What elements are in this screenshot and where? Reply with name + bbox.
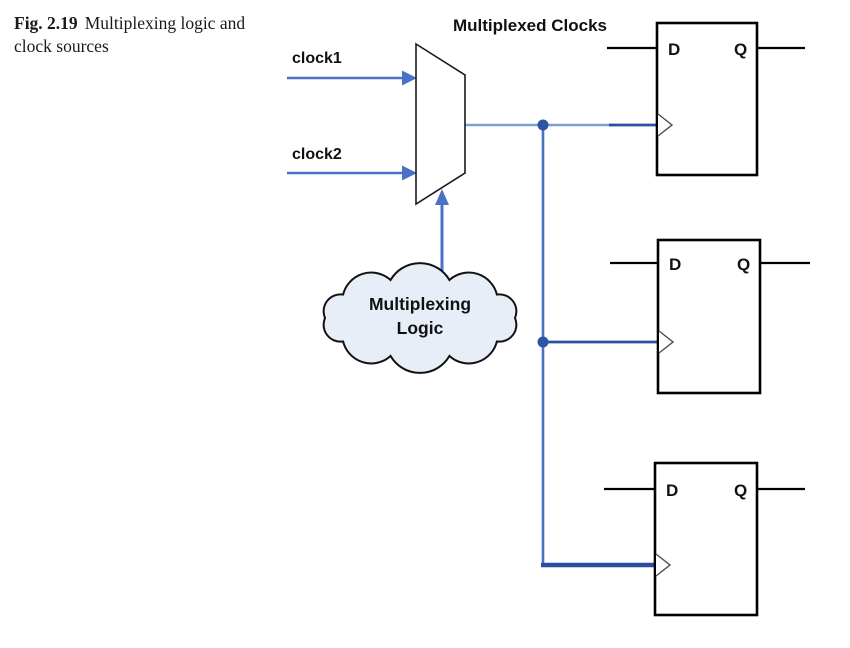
ff1-q-label: Q	[734, 40, 747, 59]
flip-flop-3: D Q	[604, 461, 805, 617]
clock1-arrowhead-icon	[402, 70, 417, 86]
flip-flop-1: D Q	[607, 21, 805, 177]
multiplexing-logic-cloud	[322, 262, 518, 374]
diagram-title: Multiplexed Clocks	[453, 16, 607, 35]
figure-number: Fig. 2.19	[14, 13, 78, 33]
ff2-body	[656, 238, 762, 395]
ff1-body	[655, 21, 759, 177]
cloud-label-line2: Logic	[397, 318, 444, 338]
ff3-d-label: D	[666, 481, 678, 500]
ff3-q-label: Q	[734, 481, 747, 500]
clock2-label: clock2	[292, 146, 342, 163]
junction-dot-top	[537, 119, 549, 131]
ff3-clock-chevron-icon	[655, 553, 672, 577]
mux-select-arrowhead-icon	[435, 189, 449, 205]
junction-dot-middle	[537, 336, 549, 348]
ff2-d-label: D	[669, 255, 681, 274]
mux-symbol	[415, 42, 466, 206]
flip-flop-2: D Q	[610, 238, 810, 395]
cloud-label-line1: Multiplexing	[369, 294, 471, 314]
ff2-clock-chevron-icon	[658, 330, 675, 354]
ff1-d-label: D	[668, 40, 680, 59]
figure-caption-text: Multiplexing logic and clock sources	[14, 13, 246, 56]
clock2-arrowhead-icon	[402, 165, 417, 181]
ff3-body	[653, 461, 759, 617]
clock1-label: clock1	[292, 50, 342, 67]
ff1-clock-chevron-icon	[657, 113, 674, 137]
ff2-q-label: Q	[737, 255, 750, 274]
